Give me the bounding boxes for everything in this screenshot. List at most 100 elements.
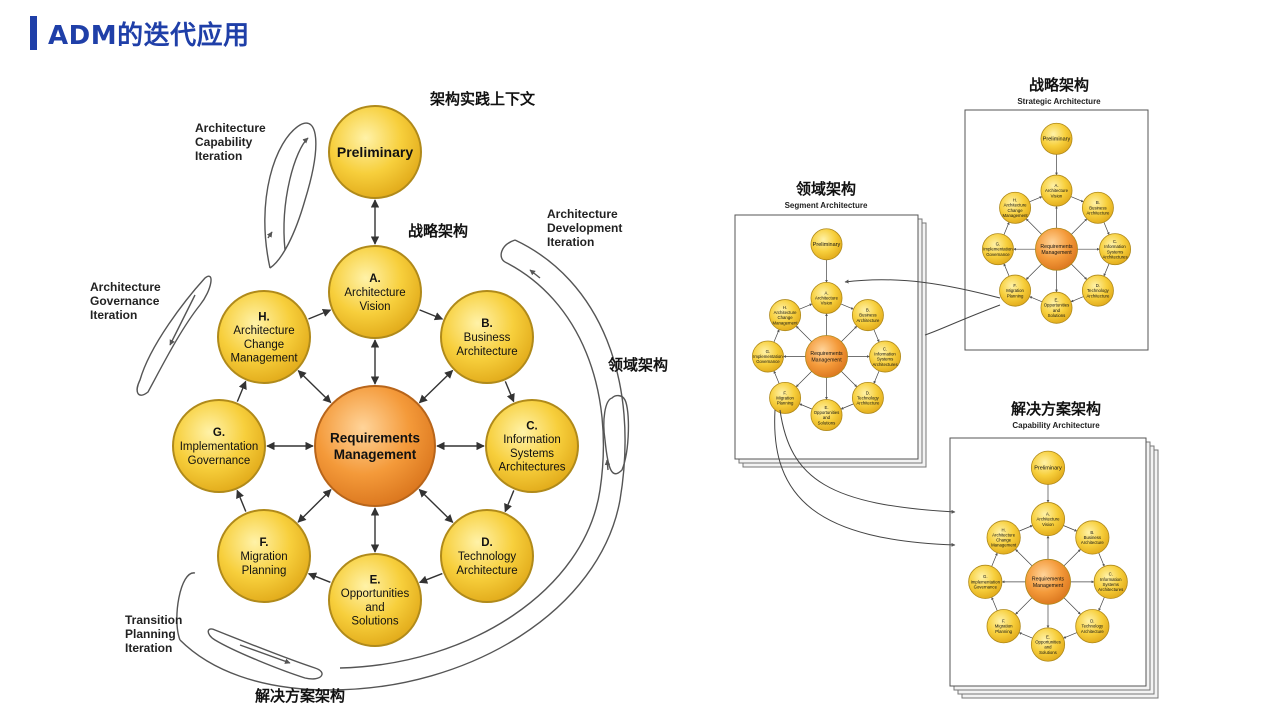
transition-iteration-loop: [207, 628, 323, 680]
phase-f-text: Migration: [240, 551, 287, 563]
mini-phase-f: [986, 609, 1021, 644]
mini-phase-g-text: Implementation: [753, 354, 783, 359]
mini-phase-e: [1040, 291, 1073, 324]
requirements-management-shape: [314, 385, 436, 507]
mini-phase-h-text: Management: [1003, 213, 1029, 218]
cycle-connector: [418, 572, 443, 584]
mini-phase-f-text: Planning: [1007, 293, 1024, 298]
mini-phase-a-text: Architecture: [815, 295, 839, 300]
mini-phase-preliminary-text: Preliminary: [813, 242, 841, 248]
mini-connector: [1003, 263, 1010, 277]
mini-connector: [799, 403, 813, 410]
requirements-management-text: Management: [334, 447, 417, 462]
mini-title-en: Segment Architecture: [785, 201, 868, 210]
mini-connector: [1070, 196, 1084, 203]
mini-phase-b-text: Business: [1089, 205, 1106, 210]
mini-connector: [1018, 632, 1033, 639]
svg-text:Architecture: Architecture: [90, 280, 161, 294]
mini-phase-g-text: Governance: [756, 359, 780, 364]
mini-phase-g: [968, 564, 1003, 599]
mini-requirements-management-text: Management: [1033, 583, 1064, 589]
mini-phase-a: [1030, 502, 1066, 537]
mini-phase-h: [769, 299, 802, 332]
development-iteration-arc: [176, 239, 630, 691]
svg-text:Architecture: Architecture: [195, 121, 266, 135]
mini-connector: [1025, 218, 1042, 235]
mini-phase-e-text: and: [823, 415, 831, 420]
mini-connector: [1015, 549, 1033, 567]
mini-phase-c-text: C.: [1109, 572, 1113, 577]
svg-text:Iteration: Iteration: [195, 149, 242, 163]
svg-text:Planning: Planning: [125, 627, 176, 641]
mini-connector: [841, 371, 858, 388]
mini-phase-b-text: Business: [1084, 535, 1101, 540]
phase-h-text: H.: [258, 311, 270, 323]
mini-phase-h-text: Change: [1008, 208, 1024, 213]
mini-requirements-management-text: Requirements: [1032, 577, 1065, 583]
mini-phase-g: [751, 340, 784, 373]
phase-b-text: B.: [481, 318, 493, 330]
mini-phase-a-text: Architecture: [1037, 517, 1061, 522]
mini-phase-d-text: D.: [1090, 619, 1094, 624]
mini-phase-c: [869, 340, 902, 373]
mini-phase-g-text: G.: [996, 242, 1001, 247]
mini-phase-e-text: E.: [1046, 634, 1050, 639]
mini-phase-a: [810, 282, 843, 314]
mini-phase-e-text: Opportunities: [1035, 639, 1061, 644]
mini-phase-h-text: Change: [778, 315, 794, 320]
phase-h-shape: [217, 290, 311, 384]
mini-requirements-management-text: Management: [811, 357, 842, 363]
phase-b-text: Business: [464, 332, 511, 344]
mini-phase-c: [1093, 564, 1128, 599]
mini-phase-g-text: Implementation: [983, 247, 1013, 252]
mini-phase-d-text: Architecture: [1081, 629, 1105, 634]
mini-phase-b-text: B.: [866, 307, 870, 312]
mini-connector: [1103, 222, 1110, 236]
mini-phase-b-text: Architecture: [1081, 540, 1105, 545]
mini-phase-e: [810, 399, 843, 432]
title-accent-bar: [30, 16, 37, 50]
mini-phase-f: [999, 274, 1032, 307]
mini-phase-d-text: D.: [1096, 283, 1100, 288]
label-strategic: 战略架构: [408, 222, 468, 240]
mini-connector: [840, 403, 854, 410]
mini-phase-a-text: Vision: [1051, 193, 1063, 198]
phase-a-text: A.: [369, 273, 381, 285]
phase-preliminary-shape: [328, 105, 422, 199]
mini-requirements-management-text: Requirements: [1040, 244, 1073, 250]
svg-text:Development: Development: [547, 221, 622, 235]
mini-connector: [991, 596, 998, 611]
iteration-label-development: Architecture Development Iteration: [547, 207, 622, 249]
mini-phase-g-text: Governance: [974, 585, 998, 590]
mini-connector: [841, 325, 858, 342]
page-title: ADM的迭代应用: [48, 21, 250, 51]
mini-phase-h: [986, 520, 1021, 555]
mini-phase-preliminary-text: Preliminary: [1034, 466, 1062, 472]
mini-phase-h-text: H.: [783, 305, 787, 310]
label-solution: 解决方案架构: [255, 687, 345, 705]
mini-phase-c-text: Information: [874, 351, 896, 356]
cycle-connector: [418, 488, 454, 523]
mini-phase-e-text: Opportunities: [814, 410, 840, 415]
mini-phase-f-text: Planning: [995, 629, 1012, 634]
governance-iteration-loop: [136, 275, 212, 396]
phase-c-text: C.: [526, 420, 538, 432]
phase-f-shape: [217, 509, 311, 603]
cycle-connector: [418, 369, 454, 404]
label-context: 架构实践上下文: [429, 90, 536, 108]
phase-h-text: Architecture: [233, 325, 294, 337]
phase-b-text: Architecture: [456, 346, 517, 358]
mini-phase-c-text: Architectures: [873, 362, 898, 367]
mini-phase-e-text: Solutions: [1048, 313, 1066, 318]
